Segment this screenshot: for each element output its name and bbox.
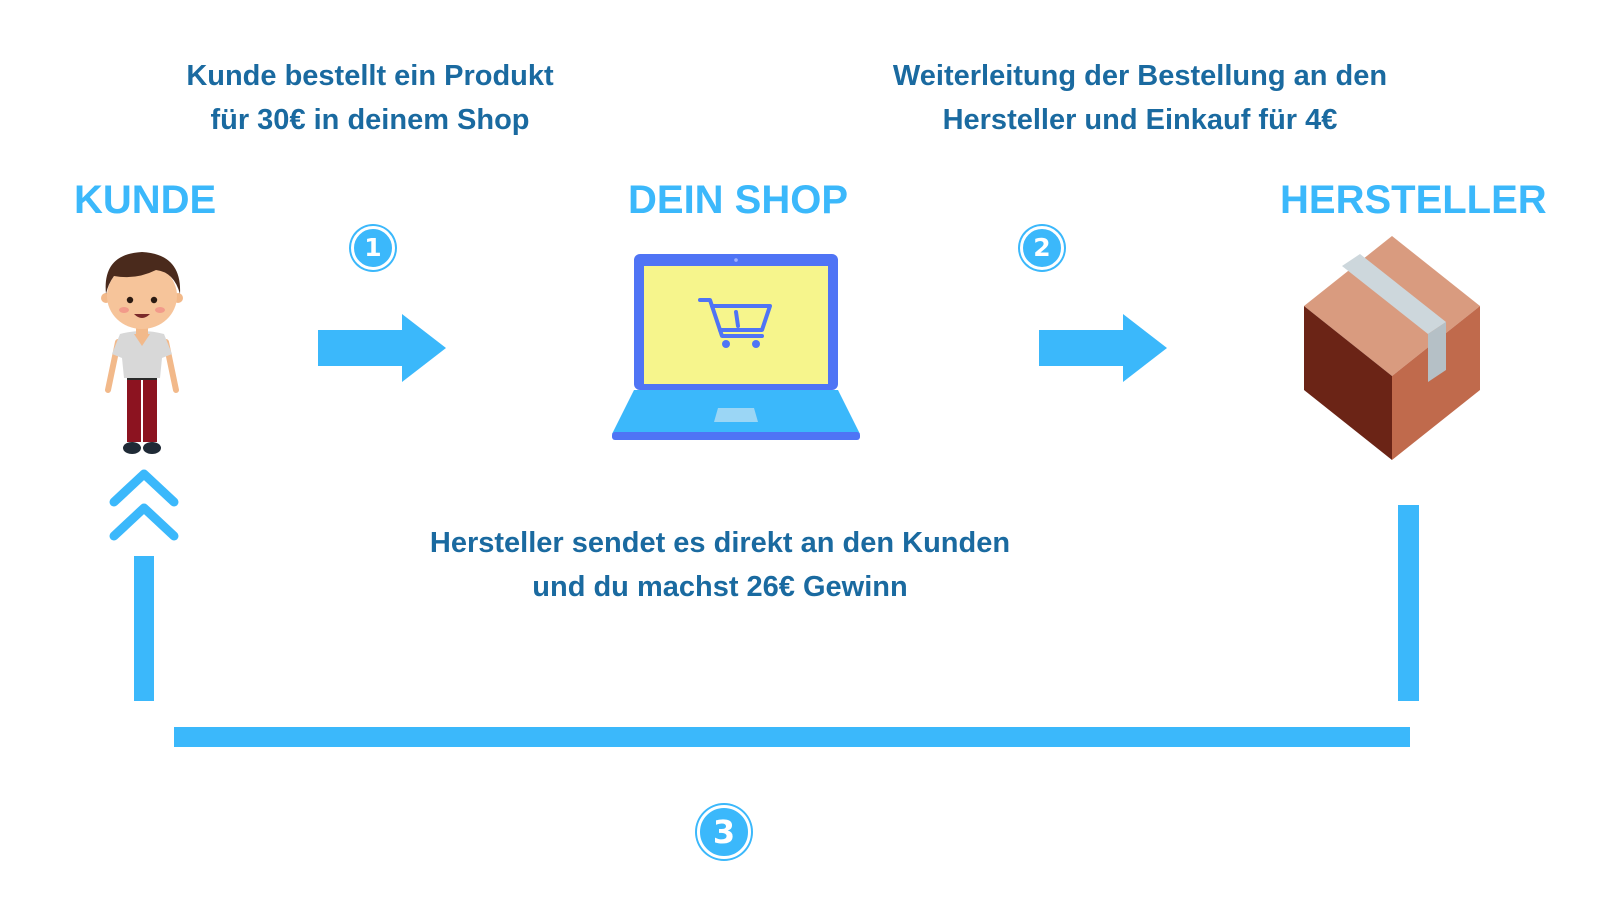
customer-heading: KUNDE [74, 178, 217, 222]
return-line-customer [134, 556, 154, 701]
step-3-badge: 3 [697, 805, 751, 859]
step-2-badge: 2 [1020, 226, 1064, 270]
return-line-manufacturer [1398, 505, 1419, 701]
step-1-caption-line-1: Kunde bestellt ein Produkt [186, 60, 554, 92]
double-chevron-up-icon [109, 469, 179, 541]
shop-heading: DEIN SHOP [628, 178, 849, 222]
arrow-right-icon [318, 314, 446, 382]
step-1-caption-line-2: für 30€ in deinem Shop [210, 104, 530, 136]
step-3-caption-line-1: Hersteller sendet es direkt an den Kunde… [429, 527, 1011, 559]
step-1-caption: Kunde bestellt ein Produkt für 30€ in de… [150, 54, 590, 142]
step-2-caption-line-2: Hersteller und Einkauf für 4€ [942, 104, 1338, 136]
step-3-caption: Hersteller sendet es direkt an den Kunde… [390, 521, 1050, 609]
step-2-caption: Weiterleitung der Bestellung an den Hers… [860, 54, 1420, 142]
manufacturer-heading: HERSTELLER [1280, 178, 1547, 222]
step-1-badge: 1 [351, 226, 395, 270]
step-3-caption-line-2: und du machst 26€ Gewinn [532, 571, 908, 603]
laptop-cart-icon [612, 254, 860, 440]
customer-person-icon [101, 252, 183, 454]
step-2-caption-line-1: Weiterleitung der Bestellung an den [892, 60, 1388, 92]
return-line-bottom [174, 727, 1410, 747]
arrow-right-icon [1039, 314, 1167, 382]
package-box-icon [1304, 236, 1480, 460]
